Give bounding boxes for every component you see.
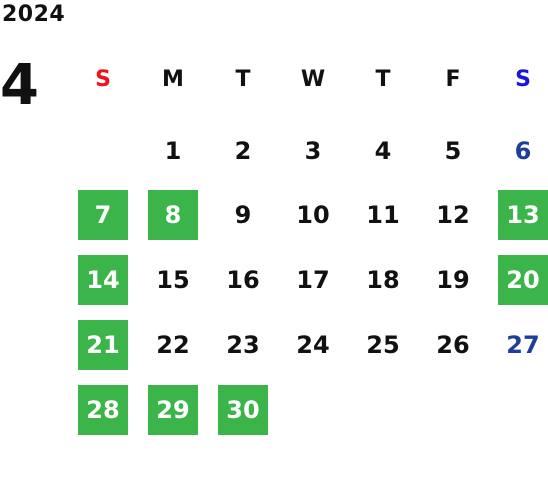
day-cell-highlighted[interactable]: 20 <box>498 255 548 305</box>
calendar-year: 2024 <box>2 2 66 27</box>
day-cell[interactable]: 15 <box>156 266 190 294</box>
day-cell[interactable]: 11 <box>366 201 400 229</box>
weekday-header-sat: S <box>515 66 531 92</box>
day-cell-empty <box>78 126 128 176</box>
day-cell[interactable]: 12 <box>436 201 470 229</box>
day-cell-highlighted[interactable]: 7 <box>78 190 128 240</box>
weekday-header-thu: T <box>375 66 391 92</box>
day-cell[interactable]: 3 <box>304 137 322 165</box>
day-cell-highlighted[interactable]: 29 <box>148 385 198 435</box>
day-cell[interactable]: 2 <box>234 137 252 165</box>
day-cell-highlighted[interactable]: 30 <box>218 385 268 435</box>
week-row: 7 8 9 10 11 12 13 <box>68 190 548 240</box>
day-cell-saturday[interactable]: 27 <box>506 331 540 359</box>
day-cell[interactable]: 9 <box>234 201 252 229</box>
week-row: 28 29 30 <box>68 385 548 435</box>
day-cell-highlighted[interactable]: 21 <box>78 320 128 370</box>
week-row: 21 22 23 24 25 26 27 <box>68 320 548 370</box>
weekday-header-row: S M T W T F S <box>68 54 548 104</box>
day-cell[interactable]: 17 <box>296 266 330 294</box>
week-row: 14 15 16 17 18 19 20 <box>68 255 548 305</box>
weekday-header-tue: T <box>235 66 251 92</box>
day-cell[interactable]: 26 <box>436 331 470 359</box>
day-cell-highlighted[interactable]: 14 <box>78 255 128 305</box>
day-cell-empty <box>358 385 408 435</box>
day-cell-highlighted[interactable]: 13 <box>498 190 548 240</box>
weekday-header-sun: S <box>95 66 111 92</box>
weekday-header-fri: F <box>445 66 461 92</box>
day-cell-saturday[interactable]: 6 <box>514 137 532 165</box>
day-cell-empty <box>498 385 548 435</box>
weekday-header-wed: W <box>300 66 326 92</box>
week-row: 1 2 3 4 5 6 <box>68 126 548 176</box>
day-cell[interactable]: 22 <box>156 331 190 359</box>
day-cell-highlighted[interactable]: 8 <box>148 190 198 240</box>
day-cell[interactable]: 5 <box>444 137 462 165</box>
day-cell[interactable]: 1 <box>164 137 182 165</box>
day-cell[interactable]: 10 <box>296 201 330 229</box>
day-cell[interactable]: 16 <box>226 266 260 294</box>
day-cell[interactable]: 23 <box>226 331 260 359</box>
day-cell-highlighted[interactable]: 28 <box>78 385 128 435</box>
day-cell-empty <box>428 385 478 435</box>
day-cell[interactable]: 4 <box>374 137 392 165</box>
day-cell-empty <box>288 385 338 435</box>
weekday-header-mon: M <box>162 66 184 92</box>
day-cell[interactable]: 25 <box>366 331 400 359</box>
calendar-month: 4 <box>0 53 39 118</box>
day-cell[interactable]: 18 <box>366 266 400 294</box>
day-cell[interactable]: 24 <box>296 331 330 359</box>
day-cell[interactable]: 19 <box>436 266 470 294</box>
